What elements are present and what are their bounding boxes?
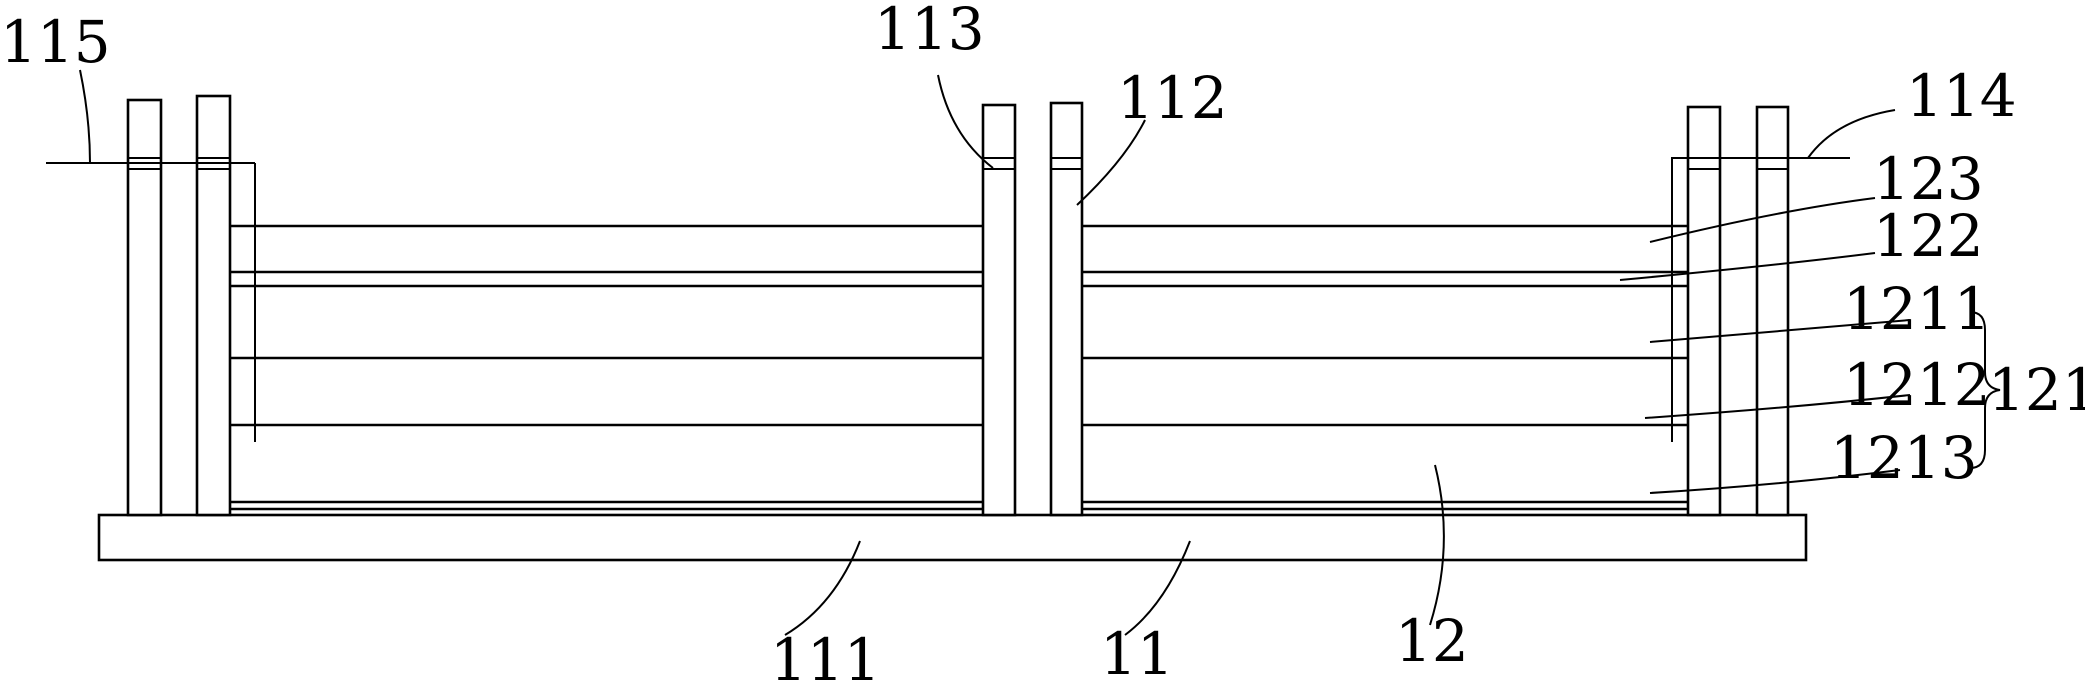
brace-121 [1969, 311, 2001, 469]
leader-1213 [1649, 469, 1901, 494]
leader-122 [1619, 252, 1876, 281]
right-layers [1082, 224, 1688, 511]
leader-111 [784, 540, 861, 636]
base-plate [97, 513, 1808, 562]
pillar-bands [128, 157, 1788, 170]
label-11: 11 [1100, 620, 1174, 687]
left-inner-pillar [195, 94, 232, 517]
label-1211: 1211 [1843, 275, 1991, 343]
label-12: 12 [1395, 607, 1469, 675]
center-left-pillar [981, 103, 1017, 517]
label-115: 115 [0, 8, 111, 76]
label-122: 122 [1873, 202, 1984, 270]
label-112: 112 [1117, 64, 1228, 132]
label-111: 111 [770, 626, 881, 687]
leader-112 [1076, 119, 1146, 206]
left-layers [230, 224, 983, 511]
label-114: 114 [1906, 62, 2017, 130]
leader-113 [937, 74, 994, 169]
label-123: 123 [1873, 145, 1984, 213]
label-1212: 1212 [1843, 351, 1991, 419]
leader-1211 [1649, 319, 1911, 343]
label-121: 121 [1988, 356, 2085, 424]
center-right-pillar [1049, 101, 1084, 517]
right-outer-pillar [1755, 105, 1790, 517]
label-1213: 1213 [1830, 424, 1978, 492]
right-inner-pillar [1686, 105, 1722, 517]
leader-123 [1649, 197, 1876, 243]
leader-1212 [1644, 394, 1911, 419]
label-113: 113 [874, 0, 985, 63]
leader-lines [79, 69, 1911, 636]
leader-12 [1429, 464, 1445, 626]
leader-11 [1124, 540, 1191, 636]
right-reference-line [1671, 157, 1850, 442]
leader-114 [1807, 109, 1896, 159]
leader-115 [79, 69, 91, 164]
